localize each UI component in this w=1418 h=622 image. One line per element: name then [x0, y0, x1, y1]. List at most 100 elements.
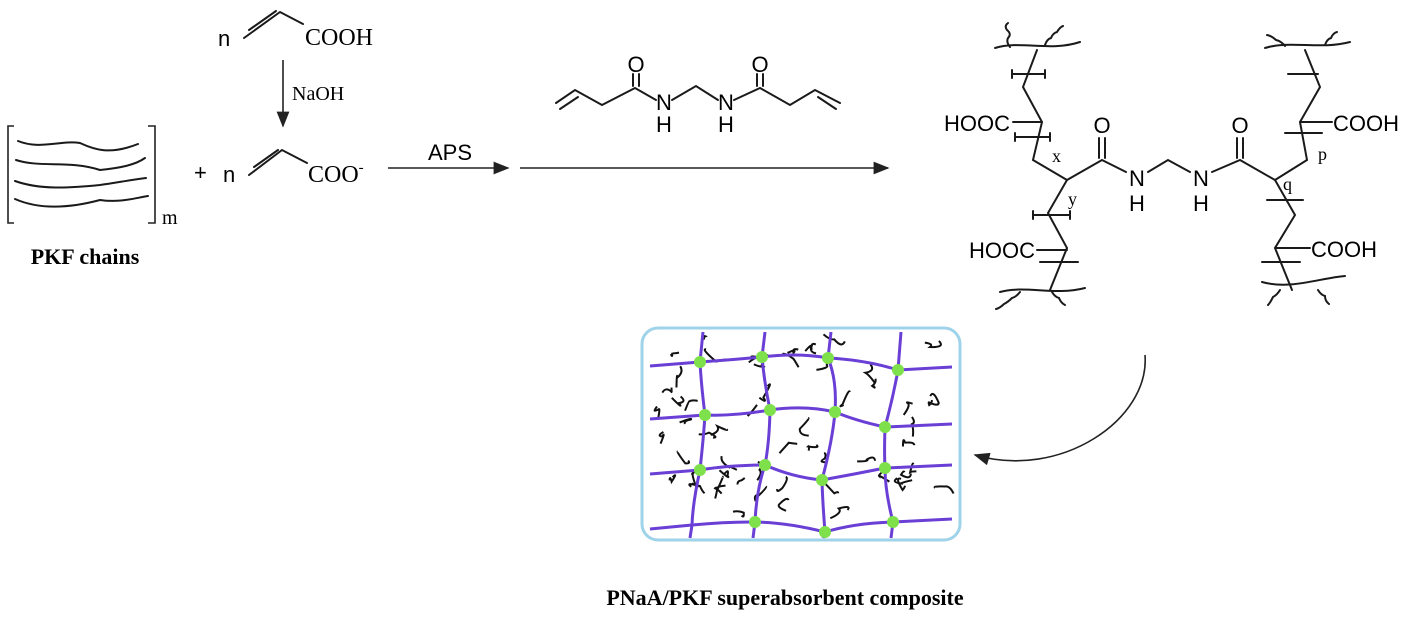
acrylic-acid: n COOH — [218, 10, 373, 51]
pkf-filler-strand — [899, 470, 912, 479]
pkf-filler-strand — [820, 452, 827, 464]
left-chain — [1021, 49, 1069, 291]
double-bond-line — [248, 10, 277, 31]
pkf-filler-strand — [809, 342, 817, 355]
pkf-filler-strand — [746, 404, 758, 417]
backbone-bottom-left — [999, 287, 1086, 293]
pkf-chains: m PKF chains — [7, 125, 178, 269]
pkf-filler-strand — [929, 392, 940, 406]
oxygen-label: O — [751, 52, 768, 77]
network-strand — [688, 331, 707, 539]
network-strand — [883, 331, 903, 539]
curved-arrow — [973, 354, 1146, 466]
pkf-filler-strand — [902, 439, 916, 447]
carbonyls — [1098, 137, 1244, 159]
crosslink-node — [694, 464, 706, 476]
pkf-filler-strand — [658, 431, 665, 445]
pkf-filler-strand — [822, 333, 846, 346]
mba-right-bonds — [733, 86, 841, 107]
acrylic-acid-group: COOH — [305, 25, 373, 51]
pkf-filler-strand — [893, 477, 913, 485]
oxygen-label: O — [627, 52, 644, 77]
repeat-brackets — [1261, 73, 1323, 263]
carboxyl-label: COOH — [1311, 237, 1377, 262]
nitrogen-label: N — [1193, 166, 1209, 191]
network-strand — [649, 353, 953, 372]
pkf-filler-strand — [908, 462, 917, 475]
right-bracket — [148, 125, 156, 224]
pkf-filler-strand — [862, 363, 876, 384]
plus-sign: + — [194, 160, 207, 185]
crosslinker-mba: O O N H N H — [555, 52, 841, 137]
pkf-filler-strand — [653, 405, 661, 420]
double-bond-line — [253, 149, 279, 168]
hydrogen-label: H — [1193, 191, 1209, 216]
pkf-filler-strand — [713, 486, 723, 499]
vinyl-bond — [243, 10, 304, 39]
composite-network — [640, 326, 962, 542]
aps-label: APS — [428, 140, 472, 165]
hydrogen-label: H — [1129, 191, 1145, 216]
repeat-index-x: x — [1052, 146, 1061, 166]
pkf-filler-strand — [688, 483, 706, 495]
acrylic-acid-n: n — [218, 26, 230, 51]
pkf-filler-strand — [669, 351, 680, 357]
crosslink-node — [879, 462, 891, 474]
network-strand — [649, 463, 953, 482]
repeat-index-q: q — [1283, 174, 1292, 194]
pkf-filler-strand — [897, 477, 907, 492]
carboxyl-label: COOH — [1333, 111, 1399, 136]
acrylate-n: n — [223, 162, 235, 187]
composite-caption: PNaA/PKF superabsorbent composite — [606, 585, 964, 610]
pkf-filler-strand — [668, 474, 677, 485]
vinyl-bond — [248, 148, 308, 176]
carboxyl-bonds — [1274, 121, 1333, 249]
amide-linkage — [1066, 158, 1276, 181]
pkf-filler-strand — [829, 506, 850, 520]
network-strand — [649, 406, 953, 429]
network-strand — [649, 517, 953, 534]
pkf-filler-strand — [839, 390, 851, 408]
wavy-crosslink — [995, 291, 1066, 310]
pkf-filler-strand — [698, 431, 717, 439]
repeat-index-p: p — [1318, 144, 1327, 164]
pkf-caption: PKF chains — [31, 244, 140, 269]
pkf-filler-strand — [736, 477, 746, 485]
network-strand — [820, 331, 837, 539]
pkf-filler-strand — [798, 416, 810, 437]
pkf-filler-strand — [924, 340, 942, 349]
chain — [15, 157, 146, 172]
crosslink-node — [816, 474, 828, 486]
repeat-brackets — [1011, 69, 1079, 263]
pkf-subscript: m — [162, 207, 178, 229]
pkf-filler-strand — [776, 475, 788, 492]
pkf-filler-strand — [671, 395, 685, 407]
crosslink-node — [764, 404, 776, 416]
pkf-filler-strand — [758, 383, 771, 402]
crosslink-node — [879, 421, 891, 433]
acrylate: n COO- — [223, 148, 364, 188]
pkf-filler-strand — [804, 344, 813, 352]
crosslink-node — [759, 459, 771, 471]
chain — [14, 195, 149, 208]
acrylate-group: COO- — [308, 160, 364, 188]
pkf-filler-strand — [870, 378, 877, 389]
mba-left-bonds — [555, 86, 657, 107]
backbone-top-left — [994, 41, 1081, 49]
hydrogen-label: H — [656, 112, 672, 137]
pkf-filler-strand — [787, 348, 799, 356]
crosslink-nodes — [694, 351, 904, 538]
pkf-filler-strand — [933, 485, 955, 494]
backbone-right — [1261, 41, 1351, 286]
nitrogen-label: N — [718, 90, 734, 115]
naoh-label: NaOH — [292, 83, 344, 105]
crosslink-node — [892, 364, 904, 376]
pkf-filler-strand — [679, 417, 693, 425]
carbonyl — [756, 73, 764, 87]
crosslink-node — [749, 516, 761, 528]
pkf-filler-strand — [718, 469, 730, 479]
wavy-crosslink — [1266, 31, 1338, 306]
network-strand — [751, 331, 772, 539]
repeat-index-y: y — [1068, 189, 1077, 209]
